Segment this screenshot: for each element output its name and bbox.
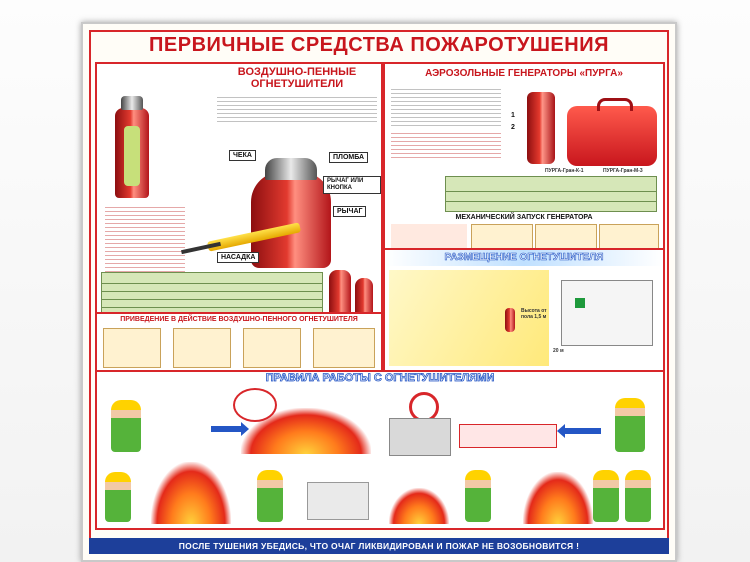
foam-heading-line1: ВОЗДУШНО-ПЕННЫЕ [237, 66, 357, 78]
callout-check: ЧЕКА [229, 150, 256, 161]
rule-panel-3 [101, 458, 233, 524]
cutaway-valve-illustration [121, 96, 143, 110]
generator-model-1: ПУРГА-Гран-К-1 [545, 168, 584, 174]
activation-title: ПРИВЕДЕНИЕ В ДЕЙСТВИЕ ВОЗДУШНО-ПЕННОГО О… [120, 316, 358, 323]
firefighter-illustration [593, 470, 619, 522]
table-row [102, 299, 322, 300]
activation-step-1 [103, 328, 161, 368]
aerosol-requirements-text [391, 130, 501, 160]
activation-step-2 [173, 328, 231, 368]
generator-model-2: ПУРГА-Гран-М-3 [603, 168, 643, 174]
foam-heading: ВОЗДУШНО-ПЕННЫЕ ОГНЕТУШИТЕЛИ [217, 66, 377, 90]
placement-panel: РАЗМЕЩЕНИЕ ОГНЕТУШИТЕЛЯ Высота от пола 1… [383, 248, 665, 372]
mechanical-start-title: МЕХАНИЧЕСКИЙ ЗАПУСК ГЕНЕРАТОРА [455, 214, 593, 221]
table-row [102, 283, 322, 284]
rules-panel: ПРАВИЛА РАБОТЫ С ОГНЕТУШИТЕЛЯМИ [95, 370, 665, 530]
foam-extinguisher-illustration [251, 172, 331, 268]
case-handle-illustration [597, 98, 633, 111]
activation-step-3 [243, 328, 301, 368]
footer-banner: ПОСЛЕ ТУШЕНИЯ УБЕДИСЬ, ЧТО ОЧАГ ЛИКВИДИР… [89, 538, 669, 554]
rules-heading-band [247, 372, 517, 384]
wall-extinguisher-illustration [505, 308, 515, 332]
wind-warning-icon [233, 388, 277, 422]
fire-illustration [523, 472, 593, 524]
activation-panel: ПРИВЕДЕНИЕ В ДЕЙСТВИЕ ВОЗДУШНО-ПЕННОГО О… [95, 312, 383, 372]
direction-arrow-icon [211, 422, 249, 436]
callout-lever: РЫЧАГ [333, 206, 367, 217]
firefighter-illustration [615, 398, 645, 452]
exit-sign-icon [575, 298, 585, 308]
aerosol-spec-table [445, 176, 657, 212]
electrical-panel-illustration [389, 418, 451, 456]
fire-illustration [151, 462, 231, 524]
aerosol-generator-cylinder-illustration [527, 92, 555, 164]
aerosol-generator-panel: АЭРОЗОЛЬНЫЕ ГЕНЕРАТОРЫ «ПУРГА» 1 2 ПУРГА… [383, 62, 665, 276]
table-row [446, 201, 656, 202]
distance-label: 20 м [553, 348, 564, 354]
rule-panel-1 [101, 388, 373, 454]
table-row [446, 191, 656, 192]
small-extinguisher-illustration [355, 278, 373, 320]
small-extinguisher-illustration [329, 270, 351, 320]
aerosol-generator-case-illustration [567, 106, 657, 166]
rule-panel-2 [379, 388, 659, 456]
foam-description-text [217, 94, 377, 124]
generator-label-1: 1 [511, 112, 515, 119]
foam-principle-text [105, 204, 185, 274]
height-label: Высота от пола 1,5 м [521, 308, 547, 320]
callout-nozzle: НАСАДКА [217, 252, 260, 263]
distance-warning-box [459, 424, 557, 448]
firefighter-illustration [465, 470, 491, 522]
aerosol-description-text [391, 86, 501, 126]
callout-seal: ПЛОМБА [329, 152, 369, 163]
fire-safety-poster: ПЕРВИЧНЫЕ СРЕДСТВА ПОЖАРОТУШЕНИЯ ВОЗДУШН… [81, 22, 677, 562]
placement-room-illustration [389, 270, 549, 366]
placement-door-illustration [561, 280, 653, 346]
table-row [102, 307, 322, 308]
aerosol-heading: АЭРОЗОЛЬНЫЕ ГЕНЕРАТОРЫ «ПУРГА» [425, 68, 623, 79]
activation-step-4 [313, 328, 375, 368]
poster-title: ПЕРВИЧНЫЕ СРЕДСТВА ПОЖАРОТУШЕНИЯ [149, 34, 609, 56]
rule-panel-6 [519, 458, 659, 524]
firefighter-illustration [257, 470, 283, 522]
rule-panel-5 [379, 458, 515, 524]
foam-extinguisher-panel: ВОЗДУШНО-ПЕННЫЕ ОГНЕТУШИТЕЛИ ЧЕКА ПЛОМБА… [95, 62, 383, 342]
generator-label-2: 2 [511, 124, 515, 131]
fire-illustration [389, 488, 449, 524]
direction-arrow-icon [565, 428, 601, 434]
rules-heading: ПРАВИЛА РАБОТЫ С ОГНЕТУШИТЕЛЯМИ [265, 372, 495, 385]
placement-heading: РАЗМЕЩЕНИЕ ОГНЕТУШИТЕЛЯ [444, 252, 604, 264]
foam-cartridge-illustration [124, 126, 140, 186]
table-row [102, 291, 322, 292]
extinguisher-valve-illustration [265, 158, 317, 180]
truck-illustration [307, 482, 369, 520]
firefighter-illustration [105, 472, 131, 522]
firefighter-illustration [111, 400, 141, 452]
firefighter-illustration [625, 470, 651, 522]
foam-heading-line2: ОГНЕТУШИТЕЛИ [250, 78, 344, 90]
callout-lever-or-button: РЫЧАГ ИЛИ КНОПКА [323, 176, 381, 194]
placement-heading-band [385, 250, 663, 266]
rule-panel-4 [237, 458, 373, 524]
